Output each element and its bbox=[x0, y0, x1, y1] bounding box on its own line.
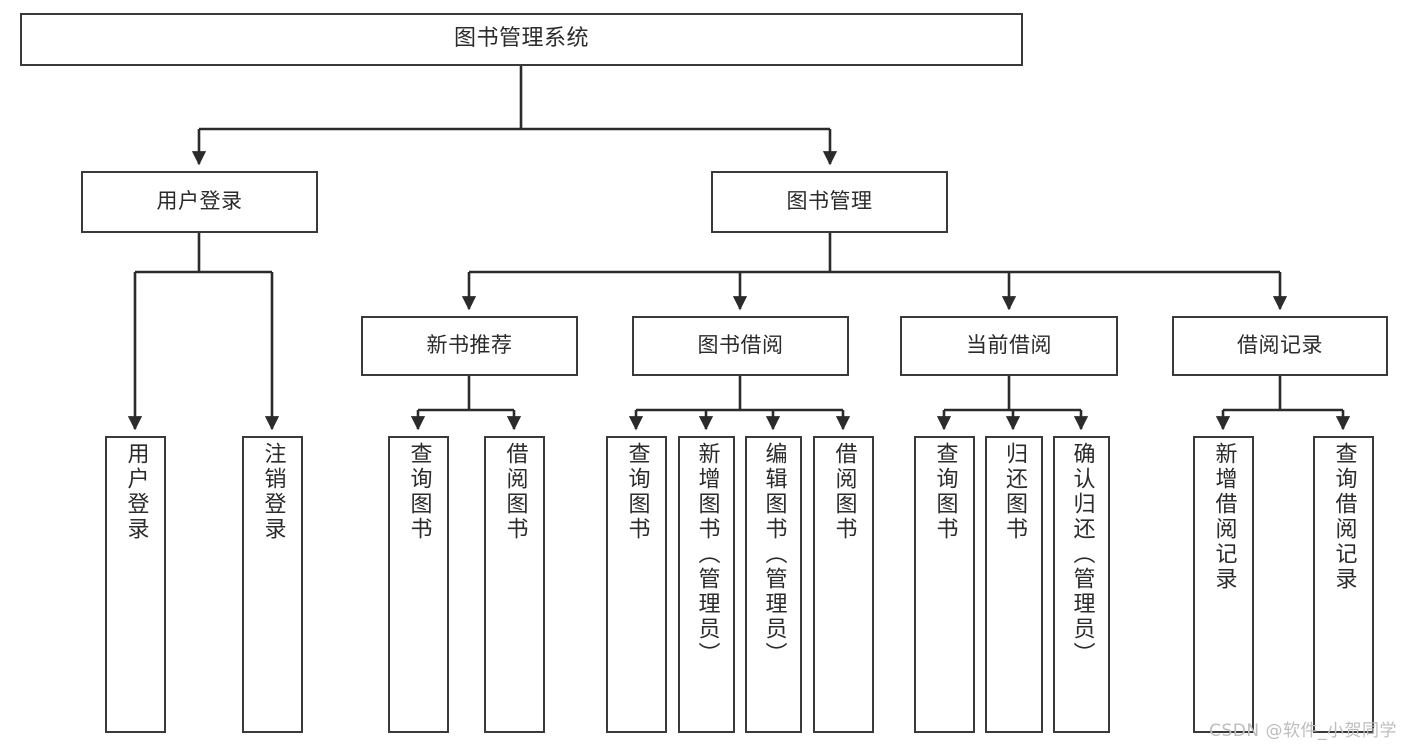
node-new-book-recommend[interactable]: 新书推荐 bbox=[361, 316, 578, 376]
node-user-login[interactable]: 用户登录 bbox=[81, 171, 318, 233]
node-leaf-query-book-2[interactable]: 查询图书 bbox=[606, 436, 667, 733]
node-book-borrow[interactable]: 图书借阅 bbox=[632, 316, 849, 376]
node-new-book-recommend-label: 新书推荐 bbox=[426, 333, 513, 358]
node-leaf-user-login[interactable]: 用户登录 bbox=[105, 436, 166, 733]
node-leaf-query-record-label: 查询借阅记录 bbox=[1331, 442, 1357, 592]
node-current-borrow-label: 当前借阅 bbox=[966, 333, 1052, 358]
node-leaf-confirm-return[interactable]: 确认归还（管理员） bbox=[1053, 436, 1110, 733]
node-book-manage[interactable]: 图书管理 bbox=[711, 171, 948, 233]
node-leaf-borrow-book-2[interactable]: 借阅图书 bbox=[813, 436, 874, 733]
watermark: CSDN @软件_小贺同学 bbox=[1209, 721, 1397, 741]
node-root[interactable]: 图书管理系统 bbox=[20, 13, 1023, 66]
node-leaf-query-book-3-label: 查询图书 bbox=[932, 442, 958, 542]
node-leaf-return-book-label: 归还图书 bbox=[1002, 442, 1027, 542]
node-root-label: 图书管理系统 bbox=[453, 26, 589, 52]
node-leaf-confirm-return-label: 确认归还（管理员） bbox=[1069, 442, 1095, 667]
node-leaf-add-book[interactable]: 新增图书（管理员） bbox=[678, 436, 735, 733]
node-leaf-borrow-book-1-label: 借阅图书 bbox=[502, 442, 528, 542]
node-leaf-logout-login[interactable]: 注销登录 bbox=[242, 436, 303, 733]
node-leaf-edit-book[interactable]: 编辑图书（管理员） bbox=[745, 436, 802, 733]
node-leaf-query-book-1-label: 查询图书 bbox=[406, 442, 432, 542]
node-leaf-logout-login-label: 注销登录 bbox=[260, 442, 286, 542]
node-book-manage-label: 图书管理 bbox=[786, 189, 873, 214]
node-borrow-record[interactable]: 借阅记录 bbox=[1172, 316, 1388, 376]
node-leaf-add-record-label: 新增借阅记录 bbox=[1211, 442, 1237, 592]
node-leaf-borrow-book-1[interactable]: 借阅图书 bbox=[484, 436, 545, 733]
node-leaf-add-book-label: 新增图书（管理员） bbox=[694, 442, 720, 667]
node-leaf-query-book-1[interactable]: 查询图书 bbox=[388, 436, 449, 733]
node-leaf-borrow-book-2-label: 借阅图书 bbox=[831, 442, 857, 542]
node-borrow-record-label: 借阅记录 bbox=[1237, 333, 1323, 358]
node-user-login-label: 用户登录 bbox=[156, 189, 243, 214]
node-book-borrow-label: 图书借阅 bbox=[697, 333, 784, 358]
node-leaf-user-login-label: 用户登录 bbox=[123, 442, 149, 542]
node-leaf-return-book[interactable]: 归还图书 bbox=[985, 436, 1043, 733]
node-leaf-query-record[interactable]: 查询借阅记录 bbox=[1313, 436, 1374, 733]
node-current-borrow[interactable]: 当前借阅 bbox=[900, 316, 1118, 376]
node-leaf-add-record[interactable]: 新增借阅记录 bbox=[1193, 436, 1254, 733]
node-leaf-query-book-3[interactable]: 查询图书 bbox=[914, 436, 975, 733]
node-leaf-query-book-2-label: 查询图书 bbox=[624, 442, 650, 542]
node-leaf-edit-book-label: 编辑图书（管理员） bbox=[761, 442, 787, 667]
